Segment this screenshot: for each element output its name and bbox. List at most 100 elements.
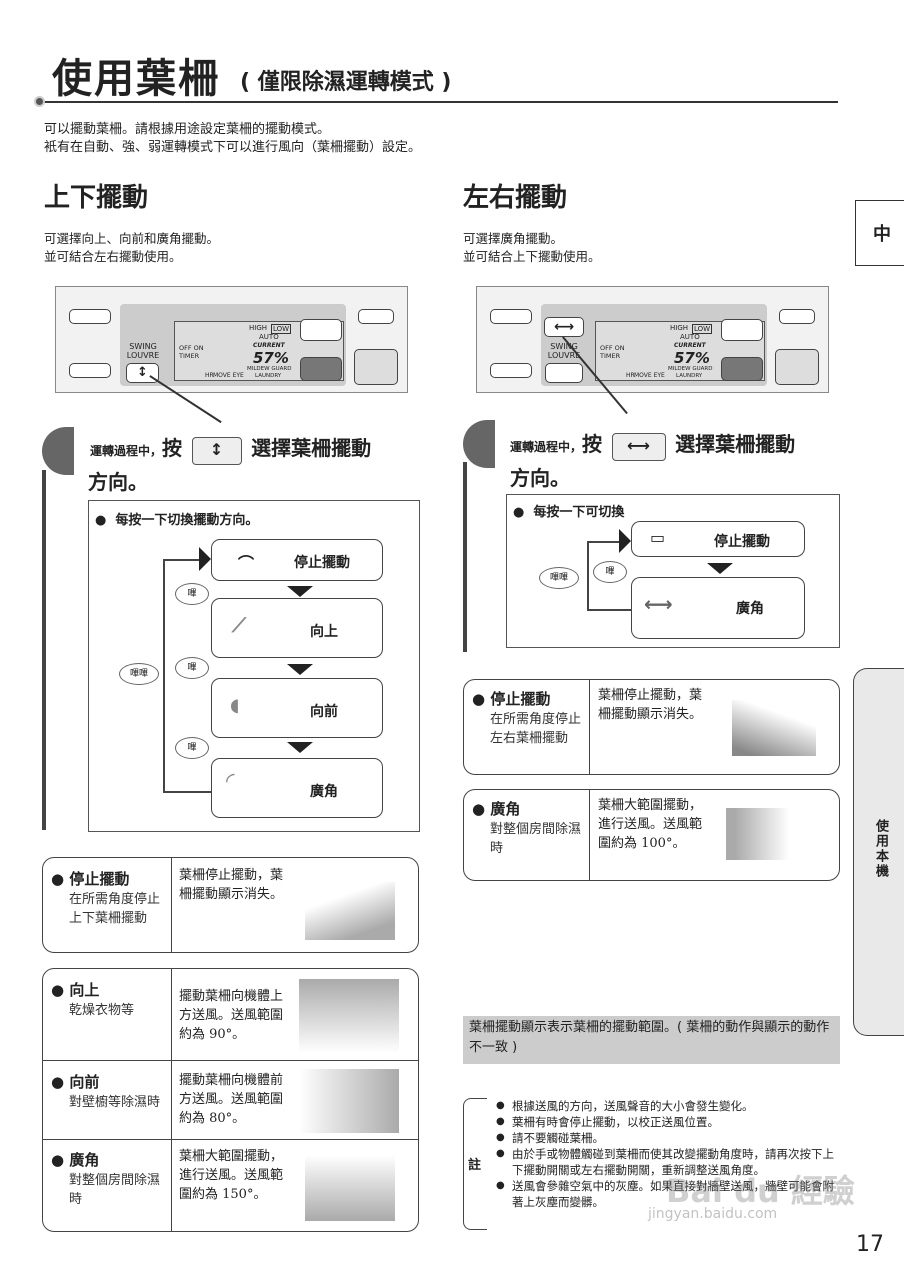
louvre-icon: ⌒ <box>238 554 255 573</box>
mode-stop-box: ▭ 停止擺動 <box>631 521 805 557</box>
step-marker-vertical <box>42 427 74 475</box>
lcd-high-label: HIGH <box>670 324 689 332</box>
double-beep-bubble: 嗶嗶 <box>119 663 159 685</box>
vertical-step-cont: 方向。 <box>88 470 148 494</box>
beep-bubble: 嗶 <box>593 561 627 583</box>
mode-wide-label: 廣角 <box>736 601 764 617</box>
step-marker-horizontal <box>463 420 495 468</box>
mode-stop-label: 停止擺動 <box>714 534 770 550</box>
title-divider <box>38 101 838 103</box>
vertical-mode-cycle-box: ● 每按一下切換擺動方向。 ⌒ 停止擺動 ⟋ 向上 ◖ 向前 ◜ 廣角 嗶 嗶 … <box>88 500 420 832</box>
lcd-laundry-label: LAUNDRY <box>255 373 282 379</box>
panel-button-right-bottom <box>300 357 342 381</box>
vertical-step-instruction: 運轉過程中，按 ↕ 選擇葉柵擺動 <box>90 432 371 465</box>
info-divider <box>589 680 590 774</box>
lcd-current-label: CURRENT <box>674 342 706 349</box>
panel-button-far-right-top <box>358 309 394 324</box>
info-subtitle: 對整個房間除濕時 <box>69 1173 161 1207</box>
language-tab: 中 <box>855 200 904 266</box>
mode-stop-label: 停止擺動 <box>294 555 350 571</box>
display-note: 葉柵擺動顯示表示葉柵的擺動範圍。( 葉柵的動作與顯示的動作不一致 ) <box>463 1016 840 1064</box>
horizontal-swing-button[interactable]: ⟷ <box>544 317 584 337</box>
lcd-move-eye-label: MOVE EYE <box>634 372 665 379</box>
info-divider <box>171 858 172 952</box>
panel-button-top-left <box>69 309 111 324</box>
notes-list: 根據送風的方向，送風聲音的大小會發生變化。 葉柵有時會停止擺動，以校正送風位置。… <box>496 1098 840 1210</box>
wide-angle-louvre-icon: ⟷ <box>644 592 673 616</box>
forward-louvre-icon: ◖ <box>230 695 240 716</box>
cycle-bottom-line <box>587 609 631 611</box>
lcd-move-eye-label: MOVE EYE <box>213 372 244 379</box>
lcd-laundry-label: LAUNDRY <box>676 373 703 379</box>
lcd-hr-label: HR <box>626 372 635 379</box>
horizontal-mode-cycle-box: ● 每按一下可切換 ▭ 停止擺動 ⟷ 廣角 嗶 嗶嗶 <box>506 494 840 648</box>
info-row-divider <box>43 1060 418 1061</box>
arrow-right-icon <box>619 529 631 553</box>
horizontal-key-icon: ⟷ <box>611 432 666 461</box>
cycle-return-line <box>587 541 589 609</box>
lcd-auto-label: AUTO <box>259 333 279 341</box>
arrow-down-icon <box>287 664 313 675</box>
panel-button-bottom-left <box>490 363 532 378</box>
page-title: 使用葉柵 <box>52 56 220 102</box>
cycle-top-line <box>163 559 203 561</box>
vertical-swing-button[interactable]: ↕ <box>126 363 159 383</box>
mode-wide-label: 廣角 <box>310 784 338 800</box>
page-number: 17 <box>856 1232 884 1257</box>
horizontal-step-post: 選擇葉柵擺動 <box>675 432 796 456</box>
notes-bracket <box>463 1098 487 1230</box>
info-description: 葉柵大範圍擺動，進行送風。送風範圍約為 150°。 <box>179 1149 284 1202</box>
double-beep-bubble: 嗶嗶 <box>539 567 579 589</box>
lcd-humidity-value: 57% <box>253 349 289 367</box>
arrow-down-icon <box>287 742 313 753</box>
info-title: ● 停止擺動 <box>472 690 551 708</box>
vertical-swing-heading: 上下擺動 <box>44 183 149 213</box>
info-wide-horizontal: ● 廣角 對整個房間除濕時 葉柵大範圍擺動，進行送風。送風範圍約為 100°。 <box>463 789 840 881</box>
intro-line-2: 衹有在自動、強、弱運轉模式下可以進行風向（葉柵擺動）設定。 <box>44 140 422 155</box>
horizontal-cycle-note: ● 每按一下可切換 <box>513 505 625 520</box>
vertical-step-post: 選擇葉柵擺動 <box>251 436 372 460</box>
info-title: ● 廣角 <box>472 800 521 818</box>
info-subtitle: 對壁櫥等除濕時 <box>69 1095 161 1110</box>
info-description: 葉柵停止擺動，葉柵擺動顯示消失。 <box>179 868 284 902</box>
lcd-humidity-value: 57% <box>674 349 710 367</box>
mode-forward-label: 向前 <box>310 704 338 720</box>
cycle-top-line <box>587 541 623 543</box>
dehumidifier-illustration <box>305 1155 395 1221</box>
cycle-bottom-line <box>163 791 211 793</box>
horizontal-step-instruction: 運轉過程中，按 ⟷ 選擇葉柵擺動 <box>510 428 795 461</box>
info-subtitle: 乾燥衣物等 <box>69 1003 135 1018</box>
note-item: 由於手或物體觸碰到葉柵而使其改變擺動角度時，請再次按下上下擺動開關或左右擺動開關… <box>496 1146 840 1178</box>
arrow-down-icon <box>707 563 733 574</box>
title-bullet-dot <box>34 96 45 107</box>
info-subtitle: 對整個房間除濕時 <box>490 822 582 856</box>
vertical-swing-desc: 可選擇向上、向前和廣角擺動。 並可結合左右擺動使用。 <box>44 230 219 266</box>
panel-button-right-top <box>300 319 342 341</box>
dehumidifier-illustration <box>732 700 816 756</box>
horizontal-desc-line-2: 並可結合上下擺動使用。 <box>463 249 601 264</box>
language-tab-label: 中 <box>870 224 891 242</box>
vertical-desc-line-1: 可選擇向上、向前和廣角擺動。 <box>44 231 220 246</box>
mode-up-label: 向上 <box>310 624 338 640</box>
note-item: 送風會參雜空氣中的灰塵。如果直接對牆壁送風，牆壁可能會附著上灰塵而變髒。 <box>496 1178 840 1210</box>
info-divider <box>589 790 590 880</box>
mode-wide-box: ⟷ 廣角 <box>631 577 805 639</box>
beep-bubble: 嗶 <box>175 583 209 605</box>
beep-bubble: 嗶 <box>175 737 209 759</box>
dehumidifier-illustration <box>299 979 399 1053</box>
intro-text: 可以擺動葉柵。請根據用途設定葉柵的擺動模式。 衹有在自動、強、弱運轉模式下可以進… <box>44 121 421 157</box>
horizontal-desc-line-1: 可選擇廣角擺動。 <box>463 231 564 246</box>
dehumidifier-illustration <box>299 1069 399 1133</box>
arrow-right-icon <box>199 547 211 571</box>
vertical-key-icon: ↕ <box>191 436 242 465</box>
horizontal-step-press: 按 <box>582 432 603 456</box>
mode-stop-box: ⌒ 停止擺動 <box>211 539 383 581</box>
mode-wide-box: ◜ 廣角 <box>211 758 383 818</box>
lcd-mildew-label: MILDEW GUARD <box>247 366 292 372</box>
lcd-mildew-label: MILDEW GUARD <box>668 366 713 372</box>
lcd-low-label: LOW <box>692 324 713 334</box>
